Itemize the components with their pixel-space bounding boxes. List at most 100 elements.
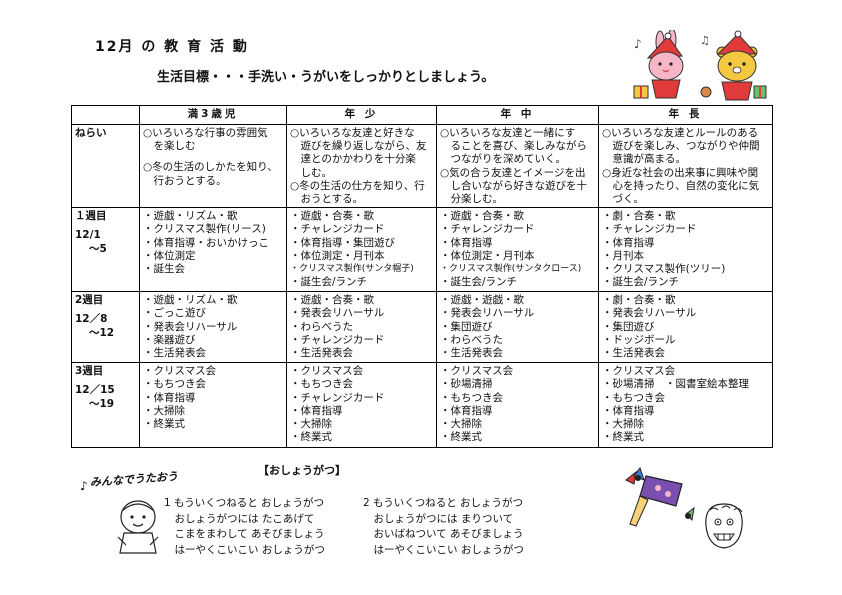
week-cell: ・遊戯・リズム・歌 ・クリスマス製作(リース) ・体育指導・おいかけっこ ・体位… <box>139 207 287 293</box>
hagoita-paddle-illustration <box>625 466 695 527</box>
activity-item: ・遊戯・合奏・歌 <box>290 294 374 307</box>
week-label: １週目 <box>75 210 107 223</box>
aim-line: づく。 <box>602 193 644 206</box>
activity-item: ・生活発表会 <box>290 347 353 360</box>
activity-item: ・発表会リハーサル <box>602 307 697 320</box>
activity-item: ・クリスマス製作(リース) <box>143 223 266 236</box>
header-older: 年 長 <box>598 105 773 125</box>
verse-line: 1 もういくつねると おしょうがつ <box>164 497 325 509</box>
activity-item: ・砂場清掃 <box>440 378 493 391</box>
aim-cell-older: ○いろいろな友達とルールのある 遊びを楽しみ、つながりや仲間 意識が高まる。 ○… <box>598 123 773 209</box>
verse-line: おしょうがつには まりついて <box>363 512 514 525</box>
song-heading: みんなでうたおう <box>89 469 179 489</box>
activity-item: ・遊戯・リズム・歌 <box>143 294 238 307</box>
activity-item: ・チャレンジカード <box>290 391 385 404</box>
activity-item: ・大掃除 <box>143 404 185 417</box>
activity-item: ・生活発表会 <box>143 347 206 360</box>
aim-line: ○いろいろな友達と好きな <box>290 127 415 139</box>
week-date: 12/1 <box>75 229 101 242</box>
activity-item: ・砂場清掃 ・図書室絵本整理 <box>602 378 749 391</box>
week-cell: ・クリスマス会 ・砂場清掃 ・もちつき会 ・体育指導 ・大掃除 ・終業式 <box>436 362 599 449</box>
header-age3: 満3歳児 <box>139 105 287 125</box>
activity-item: ・集団遊び <box>440 320 493 333</box>
activity-item: ・体育指導 <box>602 404 655 417</box>
header-middle: 年 中 <box>436 105 599 125</box>
aim-line: おうとする。 <box>290 193 364 206</box>
activity-item: ・誕生会/ランチ <box>440 276 518 289</box>
activity-item: ・もちつき会 <box>143 378 206 391</box>
activity-item: ・終業式 <box>143 418 185 431</box>
week-cell: ・クリスマス会 ・砂場清掃 ・図書室絵本整理 ・もちつき会 ・体育指導 ・大掃除… <box>598 362 773 449</box>
activity-item: ・ごっこ遊び <box>143 307 206 320</box>
aim-line: 達とのかかわりを十分楽 <box>290 153 416 166</box>
activity-item: ・体育指導 <box>290 404 343 417</box>
activity-item: ・生活発表会 <box>440 347 503 360</box>
activity-item: ・楽器遊び <box>143 333 196 346</box>
activity-item: ・体育指導・集団遊び <box>290 236 395 249</box>
aim-line: 行おうとする。 <box>143 174 227 187</box>
verse-line: はーやくこいこい おしょうがつ <box>164 543 325 556</box>
activity-item: ・クリスマス製作(ツリー) <box>602 263 726 276</box>
week-label: 2週目 <box>75 294 104 307</box>
activity-item: ・体育指導 <box>143 391 196 404</box>
schedule-table: 満3歳児 年 少 年 中 年 長 ねらい ○いろいろな行事の雰囲気 を楽しむ ○… <box>71 105 773 449</box>
activity-item: ・体位測定・月刊本 <box>290 249 385 262</box>
verse-line: はーやくこいこい おしょうがつ <box>363 543 524 556</box>
week-cell: ・劇・合奏・歌 ・発表会リハーサル ・集団遊び ・ドッジボール ・生活発表会 <box>598 291 773 364</box>
activity-item: ・終業式 <box>440 431 482 444</box>
activity-item: ・クリスマス会 <box>290 365 364 378</box>
week-date: ～5 <box>89 242 107 255</box>
aim-line: し合いながら好きな遊びを十 <box>440 179 587 192</box>
activity-item: ・体位測定・月刊本 <box>440 249 535 262</box>
music-note-icon: ♪ <box>80 479 88 492</box>
week-date: ～12 <box>89 326 115 339</box>
aims-row: ねらい ○いろいろな行事の雰囲気 を楽しむ ○冬の生活のしかたを知り、 行おうと… <box>71 123 773 209</box>
activity-item: ・遊戯・合奏・歌 <box>290 210 374 223</box>
verse-line: おいばねついて あそびましょう <box>363 528 524 540</box>
activity-item: ・体育指導 <box>440 236 493 249</box>
activity-item: ・遊戯・リズム・歌 <box>143 210 238 223</box>
week-row-3: 3週目 12／15 ～19 ・クリスマス会 ・もちつき会 ・体育指導 ・大掃除 … <box>71 362 773 449</box>
activity-item: ・わらべうた <box>290 320 353 333</box>
aim-cell-middle: ○いろいろな友達と一緒にす ることを喜び、楽しみながら つながりを深めていく。 … <box>436 123 599 209</box>
activity-item: ・劇・合奏・歌 <box>602 294 676 307</box>
aim-line: ○いろいろな友達とルールのある <box>602 127 759 139</box>
activity-item: ・わらべうた <box>440 333 503 346</box>
song-verse-1: 1 もういくつねると おしょうがつ おしょうがつには たこあげて こまをまわして… <box>164 496 325 558</box>
child-illustration <box>117 500 159 554</box>
aim-line: 分楽しむ。 <box>440 193 503 206</box>
activity-item: ・クリスマス会 <box>602 365 676 378</box>
aim-cell-younger: ○いろいろな友達と好きな 遊びを繰り返しながら、友 達とのかかわりを十分楽 しむ… <box>286 123 437 209</box>
aim-line: ○いろいろな行事の雰囲気 <box>143 127 268 139</box>
week-date: 12／8 <box>75 313 108 326</box>
week-cell: ・クリスマス会 ・もちつき会 ・チャレンジカード ・体育指導 ・大掃除 ・終業式 <box>286 362 437 449</box>
activity-item: ・遊戯・合奏・歌 <box>440 210 524 223</box>
verse-line: おしょうがつには たこあげて <box>164 512 315 525</box>
week-label-cell: 2週目 12／8 ～12 <box>71 291 140 364</box>
week-cell: ・遊戯・合奏・歌 ・チャレンジカード ・体育指導・集団遊び ・体位測定・月刊本 … <box>286 207 437 293</box>
week-date: 12／15 <box>75 384 115 397</box>
activity-item: ・大掃除 <box>440 418 482 431</box>
table-header-row: 満3歳児 年 少 年 中 年 長 <box>71 105 773 125</box>
week-cell: ・クリスマス会 ・もちつき会 ・体育指導 ・大掃除 ・終業式 <box>139 362 287 449</box>
verse-line: 2 もういくつねると おしょうがつ <box>363 497 524 509</box>
activity-item: ・体育指導 <box>602 236 655 249</box>
header-younger: 年 少 <box>286 105 437 125</box>
header-corner <box>71 105 140 125</box>
aim-line: を楽しむ <box>143 140 196 153</box>
activity-item: ・誕生会/ランチ <box>602 276 680 289</box>
aim-line: ○冬の生活の仕方を知り、行 <box>290 179 425 192</box>
svg-text:♪: ♪ <box>634 37 642 51</box>
activity-item: ・発表会リハーサル <box>440 307 535 320</box>
activity-item: ・クリスマス製作(サンタクロース) <box>440 264 582 275</box>
activity-item: ・チャレンジカード <box>290 223 385 236</box>
life-goal: 生活目標・・・手洗い・うがいをしっかりとしましょう。 <box>157 70 495 85</box>
week-label-cell: １週目 12/1 ～5 <box>71 207 140 293</box>
activity-item: ・月刊本 <box>602 249 644 262</box>
week-cell: ・遊戯・合奏・歌 ・チャレンジカード ・体育指導 ・体位測定・月刊本 ・クリスマ… <box>436 207 599 293</box>
aim-line: ○いろいろな友達と一緒にす <box>440 127 576 139</box>
aim-line: ○冬の生活のしかたを知り、 <box>143 161 278 174</box>
activity-item: ・体位測定 <box>143 249 196 262</box>
activity-item: ・クリスマス会 <box>143 365 217 378</box>
lion-dance-illustration <box>705 503 743 549</box>
